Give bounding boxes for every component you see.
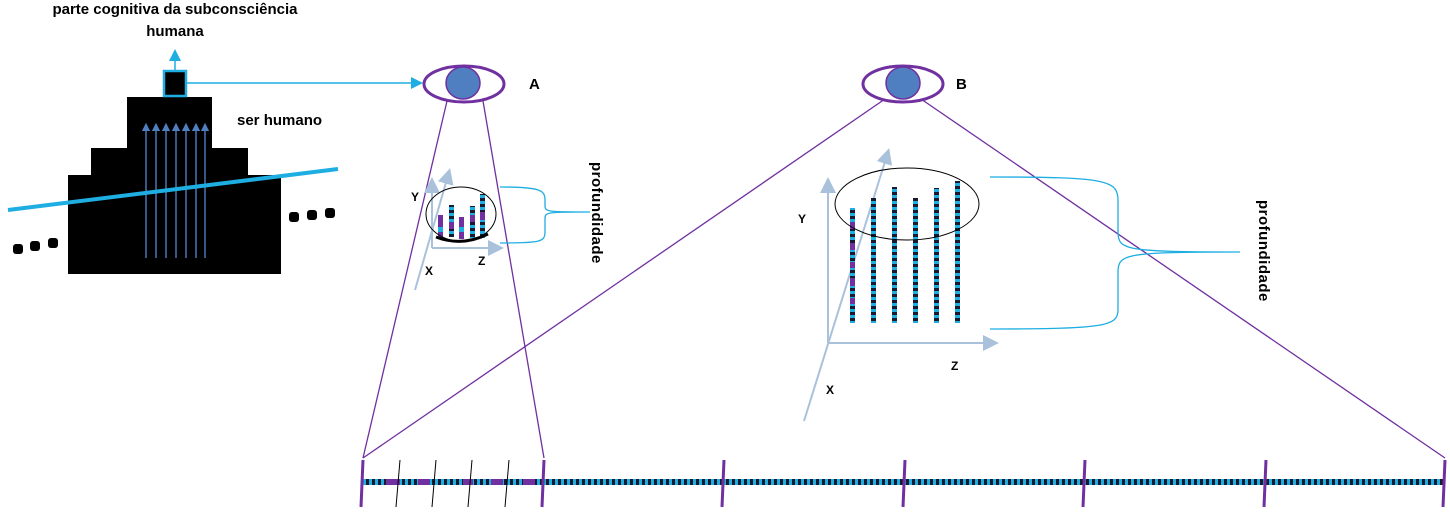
cognition-arrows — [141, 122, 210, 258]
consciousness-line — [7, 167, 339, 212]
focus-ellipse-a — [425, 186, 497, 242]
eye-b-projection — [362, 98, 1446, 459]
axis-a-z-label: Z — [478, 254, 486, 268]
depth-brace-b — [989, 176, 1241, 330]
axes-b — [803, 148, 999, 422]
bars-b — [850, 181, 960, 323]
axis-a-x-label: X — [425, 264, 434, 278]
ser-humano-label: ser humano — [237, 112, 323, 129]
eye-a — [422, 64, 506, 104]
eye-b-label: B — [956, 76, 967, 93]
ellipsis-dots-right — [289, 208, 335, 222]
depth-label-a: profundidade — [588, 162, 605, 264]
timeline-major-ticks — [359, 459, 1447, 508]
depth-label-b: profundidade — [1255, 200, 1272, 302]
timeline-fine-ticks — [395, 459, 510, 508]
cognitive-box — [162, 69, 188, 98]
axis-b-y-label: Y — [798, 212, 807, 226]
timeline-purple-segments — [386, 479, 535, 485]
pyramid-figure — [68, 97, 281, 274]
eye-a-projection — [362, 100, 545, 459]
axes-a — [414, 168, 504, 291]
top-title-line2: humana — [146, 23, 204, 40]
axis-b-z-label: Z — [951, 359, 959, 373]
axis-b-x-label: X — [826, 383, 835, 397]
top-title-line1: parte cognitiva da subconsciência — [52, 1, 298, 18]
bars-a — [438, 194, 485, 239]
eye-b — [861, 64, 945, 104]
depth-brace-a — [499, 186, 591, 244]
focus-ellipse-b — [834, 167, 980, 241]
ellipsis-dots-left — [13, 238, 58, 254]
axis-a-y-label: Y — [411, 190, 420, 204]
eye-a-label: A — [529, 76, 540, 93]
